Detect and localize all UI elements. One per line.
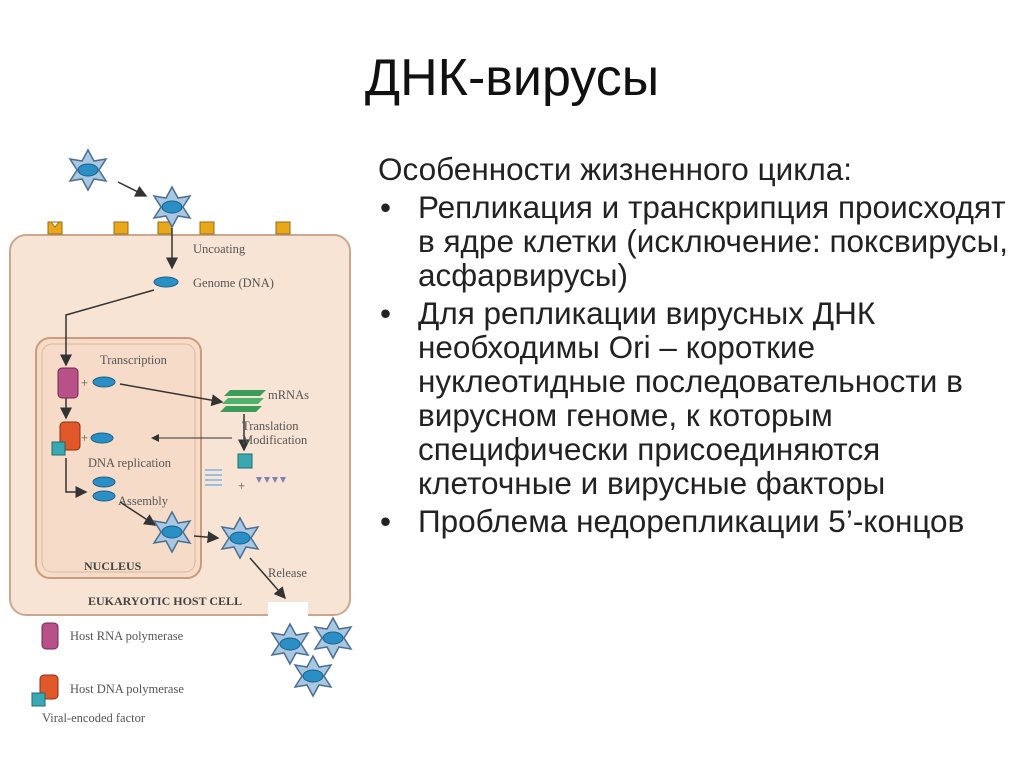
nucleus-label: NUCLEUS <box>84 559 142 573</box>
legend-host-rna-polymerase: Host RNA polymerase <box>70 629 184 643</box>
uncoating-label: Uncoating <box>193 242 246 256</box>
protein-ribbon-icon <box>205 469 222 486</box>
translation-label: Translation <box>242 419 299 433</box>
slide-title: ДНК-вирусы <box>364 49 660 107</box>
dna-replication-label: DNA replication <box>88 456 172 470</box>
mrnas-label: mRNAs <box>268 388 309 402</box>
dna-virus-lifecycle-diagram: Uncoating Genome (DNA) Transcription + m… <box>0 140 370 740</box>
genome-label: Genome (DNA) <box>193 276 274 290</box>
genome-dna-icon <box>153 276 179 288</box>
capsid-protein-icons <box>256 477 286 483</box>
bullet-text: Репликация и транскрипция происходят в я… <box>418 189 1008 293</box>
release-label: Release <box>268 566 307 580</box>
host-rna-polymerase-icon <box>41 622 59 650</box>
bullet-icon: • <box>380 503 392 539</box>
host-rna-polymerase-icon <box>57 367 79 399</box>
bullet-icon: • <box>380 189 392 225</box>
svg-text:+: + <box>238 479 245 493</box>
features-list: • Репликация и транскрипция происходят в… <box>378 190 1018 538</box>
list-item: • Проблема недорепликации 5’-концов <box>378 504 1018 538</box>
virus-particle-icon <box>69 149 107 191</box>
bullet-text: Для репликации вирусных ДНК необходимы O… <box>418 295 963 501</box>
virus-particle-icon <box>271 623 309 665</box>
legend-host-dna-polymerase: Host DNA polymerase <box>70 682 184 696</box>
list-item: • Для репликации вирусных ДНК необходимы… <box>378 296 1018 500</box>
viral-factor-icon <box>237 453 253 469</box>
legend-viral-encoded-factor: Viral-encoded factor <box>42 711 146 725</box>
virus-particle-icon <box>294 655 332 697</box>
list-item: • Репликация и транскрипция происходят в… <box>378 190 1018 292</box>
lifecycle-subtitle: Особенности жизненного цикла: <box>378 151 852 187</box>
viral-factor-icon <box>31 692 46 707</box>
host-cell-label: EUKARYOTIC HOST CELL <box>88 594 242 608</box>
bullet-icon: • <box>380 295 392 331</box>
viral-factor-icon <box>51 441 66 456</box>
virus-particle-icon <box>153 186 191 228</box>
transcription-label: Transcription <box>100 353 168 367</box>
bullet-text: Проблема недорепликации 5’-концов <box>418 503 965 539</box>
modification-label: Modification <box>242 433 308 447</box>
svg-text:+: + <box>81 376 88 390</box>
receptor-icons <box>47 221 291 235</box>
virus-particle-icon <box>314 617 352 659</box>
svg-text:+: + <box>81 431 88 445</box>
nucleus <box>35 337 202 579</box>
assembly-label: Assembly <box>118 494 169 508</box>
mrna-icon <box>220 390 266 412</box>
text-content: Особенности жизненного цикла: • Репликац… <box>378 152 1018 542</box>
